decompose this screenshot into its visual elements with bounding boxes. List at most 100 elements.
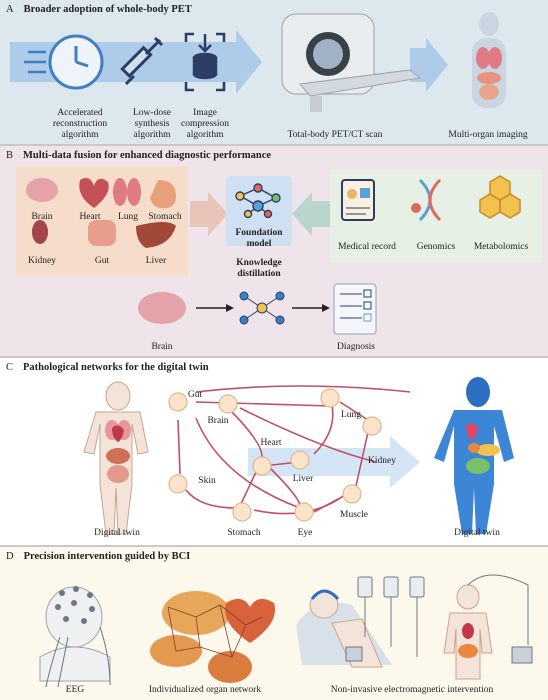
node-label-liver: Liver: [292, 474, 314, 484]
panel-a-title: Broader adoption of whole-body PET: [23, 4, 192, 15]
node-gut: [168, 392, 188, 412]
brain-icon: [26, 178, 58, 202]
flow-arrow: [248, 436, 420, 488]
label-eeg: EEG: [65, 685, 85, 695]
lung-icon: [113, 178, 141, 206]
panel-b-graphics: [16, 166, 542, 335]
node-eye: [294, 502, 314, 522]
panel-a-graphics: [10, 12, 506, 112]
node-label-lung: Lung: [340, 410, 362, 420]
neural-network-icon: [235, 183, 281, 219]
panel-d: D Precision intervention guided by BCI: [0, 547, 548, 700]
dna-icon: [411, 178, 442, 222]
panel-a-header: A Broader adoption of whole-body PET: [6, 4, 192, 15]
node-label-brain: Brain: [207, 416, 229, 426]
node-liver: [290, 450, 310, 470]
label-total-body-pet: Total-body PET/CT scan: [287, 130, 383, 140]
eeg-head-icon: [39, 586, 111, 688]
edge-gut-lung-2: [195, 401, 331, 407]
organ-label-kidney: Kidney: [28, 256, 56, 266]
panel-d-letter: D: [6, 551, 14, 562]
heart-icon: [79, 178, 109, 208]
node-muscle: [342, 484, 362, 504]
panel-c-title: Pathological networks for the digital tw…: [23, 362, 209, 373]
panel-c: C Pathological networks for the digital t…: [0, 358, 548, 545]
edge-brain-kidney: [239, 407, 377, 463]
edge-gut-skin: [177, 419, 181, 475]
source-label-medical-record: Medical record: [338, 242, 396, 252]
syringe-icon: [120, 36, 164, 86]
diagnosis-checklist-icon: [333, 283, 377, 335]
student-network-icon: [239, 291, 285, 325]
panel-c-letter: C: [6, 362, 14, 373]
panel-d-title: Precision intervention guided by BCI: [23, 551, 191, 562]
edge-gut-lung: [195, 385, 411, 393]
source-label-metabolomics: Metabolomics: [473, 242, 529, 252]
node-label-gut: Gut: [187, 390, 203, 400]
panel-b: B Multi-data fusion for enhanced diagnost…: [0, 146, 548, 356]
organ-label-brain: Brain: [31, 212, 53, 222]
panel-c-header: C Pathological networks for the digital t…: [6, 362, 209, 373]
panel-d-header: D Precision intervention guided by BCI: [6, 551, 190, 562]
panel-b-header: B Multi-data fusion for enhanced diagnost…: [6, 150, 271, 161]
organ-label-gut: Gut: [94, 256, 110, 266]
edge-heart-stomach: [239, 471, 257, 507]
divider: [0, 356, 548, 358]
flow-arrow: [190, 192, 228, 236]
label-low-dose-synthesis: Low-dose synthesis algorithm: [133, 108, 171, 140]
electromagnetic-intervention-icon: [296, 574, 533, 680]
panel-a-letter: A: [6, 4, 14, 15]
compression-database-icon: [184, 32, 226, 92]
output-label-diagnosis: Diagnosis: [337, 342, 375, 352]
right-digital-twin-caption: Digital twin: [454, 528, 500, 538]
kidney-icon: [32, 220, 48, 244]
organ-label-stomach: Stomach: [148, 212, 182, 222]
panel-a: A Broader adoption of whole-body PET: [0, 0, 548, 146]
digital-twin-body-right: [434, 377, 514, 534]
node-label-kidney: Kidney: [368, 456, 396, 466]
node-heart: [252, 456, 272, 476]
panel-b-title: Multi-data fusion for enhanced diagnosti…: [23, 150, 272, 161]
node-skin: [168, 474, 188, 494]
edge-eye-muscle: [313, 497, 341, 513]
node-label-muscle: Muscle: [340, 510, 368, 520]
node-kidney: [362, 416, 382, 436]
foundation-model-label: Foundation model: [235, 228, 283, 249]
digital-twin-body-left: [83, 381, 149, 535]
pet-scanner-icon: [281, 13, 422, 112]
label-organ-network: Individualized organ network: [148, 685, 262, 695]
node-brain: [218, 394, 238, 414]
liver-icon: [136, 222, 176, 248]
label-image-compression: Image compression algorithm: [180, 108, 230, 140]
label-accelerated-reconstruction: Accelerated reconstruction algorithm: [52, 108, 108, 140]
organ-label-heart: Heart: [79, 212, 101, 222]
medical-record-icon: [341, 179, 375, 221]
node-label-stomach: Stomach: [227, 528, 261, 538]
label-multi-organ-imaging: Multi-organ imaging: [448, 130, 528, 140]
node-lung: [320, 388, 340, 408]
molecule-icon: [479, 175, 521, 219]
organ-network-icon: [150, 591, 275, 683]
node-label-skin: Skin: [198, 476, 216, 486]
panel-d-graphics: [39, 574, 533, 688]
flow-arrow: [292, 192, 330, 236]
input-label-brain: Brain: [151, 342, 173, 352]
arrow-head: [322, 304, 330, 312]
edge-lung-kidney: [339, 401, 369, 421]
organ-label-liver: Liver: [145, 256, 167, 266]
flow-arrow: [410, 38, 448, 92]
arrow-head: [226, 304, 234, 312]
left-digital-twin-caption: Digital twin: [94, 528, 140, 538]
knowledge-distillation-label: Knowledge distillation: [236, 258, 282, 279]
panel-b-letter: B: [6, 150, 14, 161]
source-label-genomics: Genomics: [416, 242, 456, 252]
body-organs-icon: [472, 12, 506, 108]
panel-c-graphics: [83, 377, 514, 535]
edge-gut-eye: [195, 417, 301, 509]
divider: [0, 144, 548, 146]
edge-stomach-skin: [185, 489, 237, 509]
gut-icon: [88, 220, 116, 246]
node-label-heart: Heart: [260, 438, 282, 448]
brain-input-icon: [138, 292, 186, 324]
stomach-icon: [150, 180, 176, 209]
